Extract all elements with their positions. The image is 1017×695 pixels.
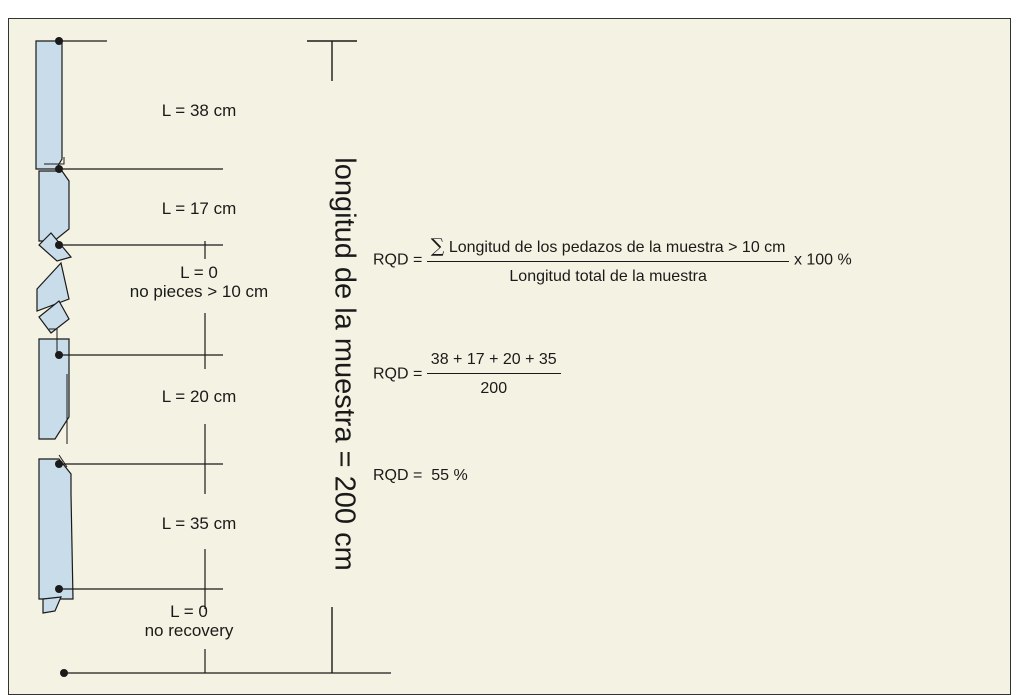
rqd-lhs-1: RQD =: [373, 251, 423, 269]
core-piece-rubble-2: [36, 261, 70, 312]
segment-label-1: L = 38 cm: [161, 101, 237, 120]
core-fracture-2: [49, 328, 58, 357]
rqd-fraction-1: ∑ Longitud de los pedazos de la muestra …: [426, 235, 790, 286]
boundary-dot-3: [55, 241, 63, 249]
rqd-result: RQD = 55 %: [373, 467, 468, 484]
core-piece-3: [38, 338, 70, 440]
core-piece-rubble-3: [38, 300, 70, 334]
segment-label-2: L = 17 cm: [161, 199, 237, 218]
rqd-denominator-2: 200: [480, 380, 508, 397]
sigma-symbol: ∑: [430, 235, 445, 257]
boundary-dot-4: [55, 351, 63, 359]
rqd-numerator-2: 38 + 17 + 20 + 35: [426, 351, 561, 374]
rqd-denominator-1: Longitud total de la muestra: [509, 268, 707, 285]
core-piece-bottom: [42, 596, 62, 614]
core-fracture-4: [58, 454, 68, 468]
rqd-fraction-2: 38 + 17 + 20 + 35 200: [426, 351, 561, 398]
core-piece-rubble-1: [38, 232, 73, 262]
core-piece-2: [38, 170, 70, 242]
core-piece-4: [38, 458, 74, 600]
segment-label-5: L = 35 cm: [161, 514, 237, 533]
total-length-label: longitud de la muestra = 200 cm: [328, 157, 361, 571]
rqd-suffix-1: x 100 %: [793, 251, 852, 269]
rqd-lhs-2: RQD =: [373, 365, 423, 383]
diagram-panel: L = 38 cm L = 17 cm L = 0 no pieces > 10…: [8, 18, 1011, 695]
boundary-dot-5: [55, 460, 63, 468]
segment-label-6: L = 0 no recovery: [144, 602, 234, 640]
boundary-dot-2: [55, 165, 63, 173]
rqd-numerator-1: ∑ Longitud de los pedazos de la muestra …: [426, 235, 790, 262]
boundary-dot-7: [60, 669, 68, 677]
segment-label-3: L = 0 no pieces > 10 cm: [129, 263, 269, 301]
boundary-dot-1: [55, 37, 63, 45]
rqd-formula-definition: RQD = ∑ Longitud de los pedazos de la mu…: [373, 235, 852, 286]
rqd-formula-values: RQD = 38 + 17 + 20 + 35 200: [373, 351, 561, 398]
core-fracture-1: [44, 157, 65, 165]
segment-label-4: L = 20 cm: [161, 387, 237, 406]
core-piece-1: [35, 40, 63, 170]
boundary-dot-6: [55, 585, 63, 593]
core-sample-diagram: [35, 37, 391, 677]
